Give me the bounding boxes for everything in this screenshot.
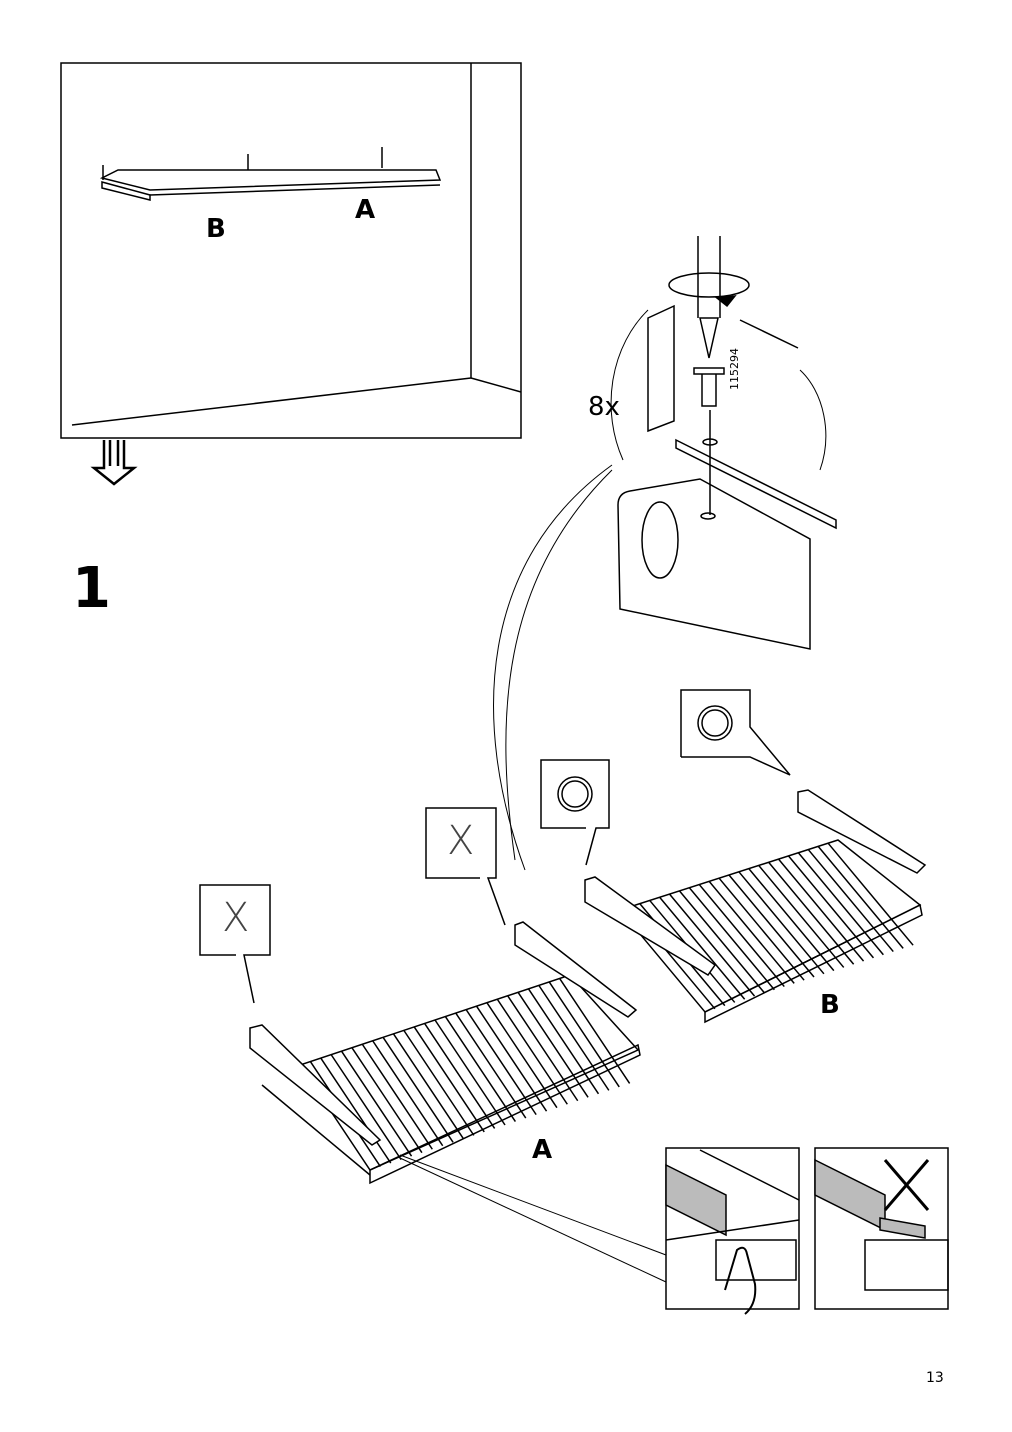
overview-label-b: B: [206, 214, 226, 244]
shelf-slat: [320, 1057, 392, 1164]
shelf-slat: [423, 1023, 496, 1129]
shelf-slat: [330, 1054, 402, 1161]
wrong-mark-2: X: [447, 818, 475, 864]
shelf-slat: [787, 855, 875, 959]
shelf-slat: [465, 1009, 537, 1116]
shelf-slat: [768, 861, 855, 965]
shelf-slat: [738, 871, 825, 975]
room-overview: [60, 62, 522, 439]
shelf-slat: [659, 896, 746, 1000]
shelf-slat: [507, 995, 579, 1102]
shelf-slat: [392, 1033, 465, 1140]
overview-shelf: [99, 147, 442, 201]
shelf-slat: [688, 887, 775, 991]
shelf-slat: [361, 1043, 433, 1150]
shelf-slat: [728, 874, 815, 978]
shelf-slat: [558, 978, 631, 1084]
callout-ok-right: [680, 689, 791, 776]
screw-detail: [493, 236, 837, 871]
shelf-slat: [475, 1005, 548, 1112]
down-arrow-icon: [90, 440, 138, 486]
cross-icon: [883, 1159, 930, 1211]
shelf-slat: [382, 1036, 454, 1143]
shelf-slat: [668, 893, 756, 997]
callout-ok-mid: [540, 759, 610, 866]
screw-article-number: 115294: [728, 348, 741, 390]
shelf-b: [584, 789, 927, 1024]
shelf-slat: [444, 1016, 517, 1122]
shelf-slat: [807, 849, 894, 953]
shelf-slat: [797, 852, 884, 956]
shelf-slat: [708, 880, 795, 984]
shelf-slat: [548, 981, 620, 1088]
page-number: 13: [926, 1370, 944, 1386]
shelf-slat: [538, 984, 610, 1091]
shelf-slat: [777, 858, 865, 962]
shelf-slat: [718, 877, 805, 981]
shelf-slat: [455, 1012, 527, 1119]
shelf-slat: [517, 991, 589, 1098]
shelf-slat: [403, 1029, 475, 1136]
shelf-slat: [351, 1047, 423, 1154]
part-label-b: B: [820, 990, 840, 1020]
shelf-slat: [486, 1002, 558, 1109]
shelf-slat: [372, 1040, 444, 1147]
shelf-slat: [413, 1026, 485, 1133]
quantity-label: 8x: [588, 392, 620, 422]
shelf-slat: [340, 1050, 413, 1157]
inset-leader-lines: [399, 1154, 667, 1283]
shelf-slat: [748, 868, 835, 972]
shelf-slat: [496, 998, 568, 1105]
part-label-a: A: [532, 1135, 553, 1165]
shelf-slat: [827, 842, 914, 946]
shelf-slat: [527, 988, 600, 1095]
shelf-slat: [758, 864, 845, 968]
shelf-slat: [817, 845, 904, 949]
wrong-mark-1: X: [222, 895, 250, 941]
inset-correct: [665, 1147, 800, 1315]
inset-wrong: [814, 1147, 949, 1310]
shelf-slat: [434, 1019, 506, 1126]
overview-label-a: A: [355, 195, 376, 225]
shelf-a: [249, 921, 641, 1185]
callout-wrong-mid: [425, 807, 506, 926]
shelf-slat: [698, 884, 785, 988]
shelf-slat: [678, 890, 766, 994]
callout-wrong-left: [199, 884, 271, 1004]
step-number: 1: [72, 556, 111, 621]
